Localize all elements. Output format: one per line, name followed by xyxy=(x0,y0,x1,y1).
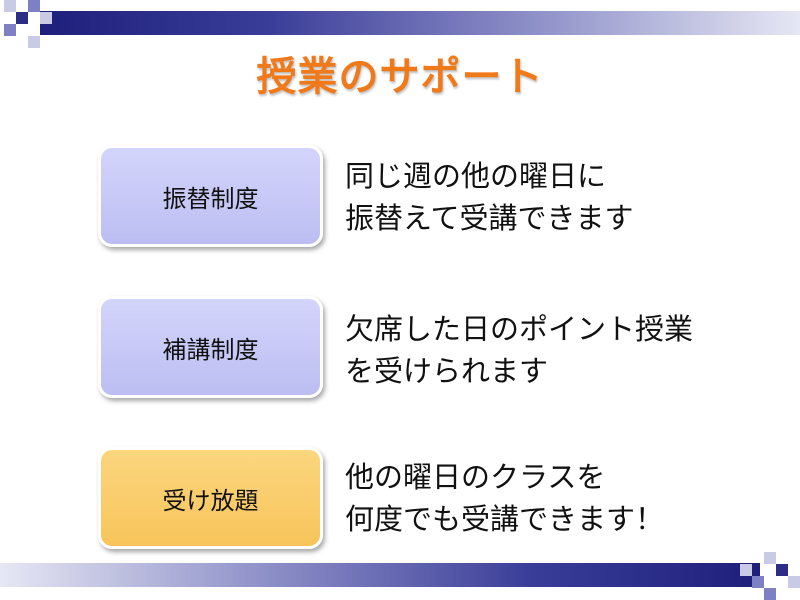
description-line: 何度でも受講できます！ xyxy=(345,502,665,536)
support-description: 欠席した日のポイント授業 を受けられます xyxy=(345,308,785,392)
description-line: 他の曜日のクラスを xyxy=(345,460,606,494)
decor-square xyxy=(764,552,776,564)
decor-square xyxy=(28,36,40,48)
support-label: 補講制度 xyxy=(162,335,259,364)
decor-square xyxy=(788,576,800,588)
bottom-decorative-band xyxy=(0,563,760,587)
decor-square xyxy=(776,564,788,576)
support-label-box: 振替制度 xyxy=(98,145,323,247)
decor-square xyxy=(740,564,752,576)
support-label: 振替制度 xyxy=(162,184,259,213)
top-decorative-band xyxy=(40,11,800,35)
page-title: 授業のサポート xyxy=(256,54,544,100)
description-line: 同じ週の他の曜日に xyxy=(345,159,607,193)
description-line: 欠席した日のポイント授業 xyxy=(345,312,694,346)
support-label: 受け放題 xyxy=(162,486,259,515)
decor-square xyxy=(40,12,52,24)
support-label-box: 受け放題 xyxy=(98,447,323,549)
decor-square xyxy=(4,24,16,36)
decor-square xyxy=(16,12,28,24)
decor-square xyxy=(28,0,40,12)
description-line: を受けられます xyxy=(345,354,549,388)
support-description: 同じ週の他の曜日に 振替えて受講できます xyxy=(345,155,785,239)
decor-square xyxy=(752,576,764,588)
decor-square xyxy=(4,0,16,12)
support-label-box: 補講制度 xyxy=(98,296,323,398)
support-description: 他の曜日のクラスを 何度でも受講できます！ xyxy=(345,456,785,540)
decor-square xyxy=(764,588,776,600)
description-line: 振替えて受講できます xyxy=(345,201,634,235)
